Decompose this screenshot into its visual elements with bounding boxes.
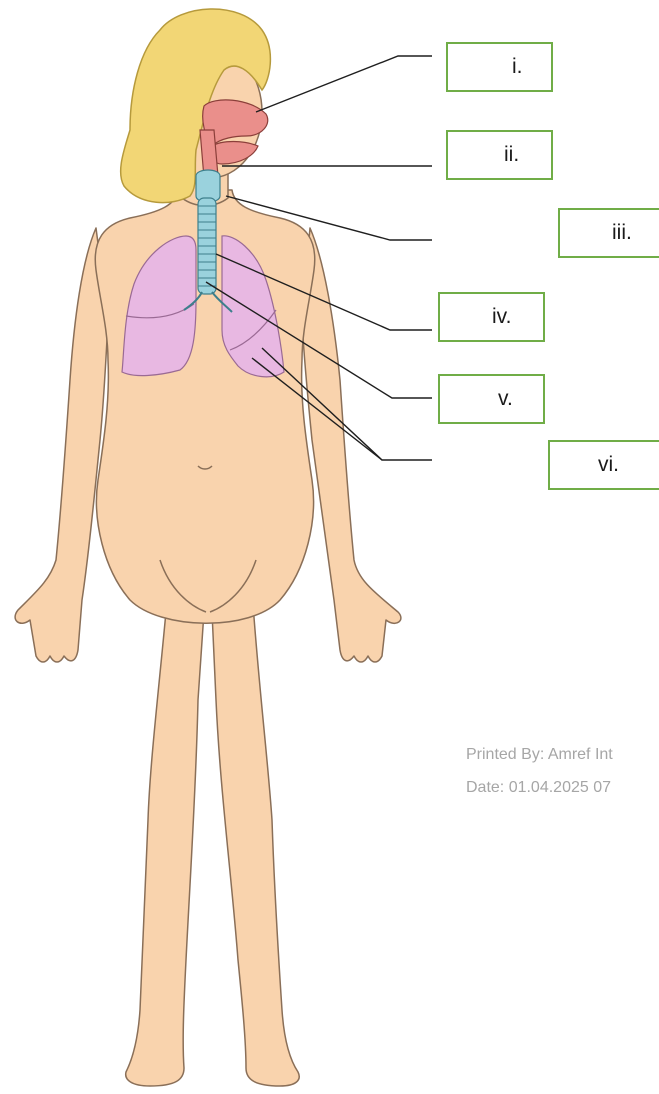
label-box-iv[interactable]: iv. <box>438 292 545 342</box>
leader-line-i <box>256 56 432 112</box>
label-box-i[interactable]: i. <box>446 42 553 92</box>
label-v-text: v. <box>498 387 513 411</box>
label-iv-text: iv. <box>492 305 511 329</box>
right-arm <box>302 228 401 662</box>
print-date-text: Date: 01.04.2025 07 <box>466 779 611 797</box>
left-arm <box>15 228 108 662</box>
oral-cavity <box>211 142 258 165</box>
printed-by-text: Printed By: Amref Int <box>466 746 613 764</box>
label-ii-text: ii. <box>504 143 519 167</box>
label-i-text: i. <box>512 55 523 79</box>
label-box-iii[interactable]: iii. <box>558 208 659 258</box>
label-vi-text: vi. <box>598 453 619 477</box>
left-leg <box>126 590 204 1086</box>
label-iii-text: iii. <box>612 221 632 245</box>
right-leg <box>212 590 299 1086</box>
label-box-ii[interactable]: ii. <box>446 130 553 180</box>
trachea-group <box>196 170 220 294</box>
label-box-vi[interactable]: vi. <box>548 440 659 490</box>
label-box-v[interactable]: v. <box>438 374 545 424</box>
larynx <box>196 170 220 202</box>
